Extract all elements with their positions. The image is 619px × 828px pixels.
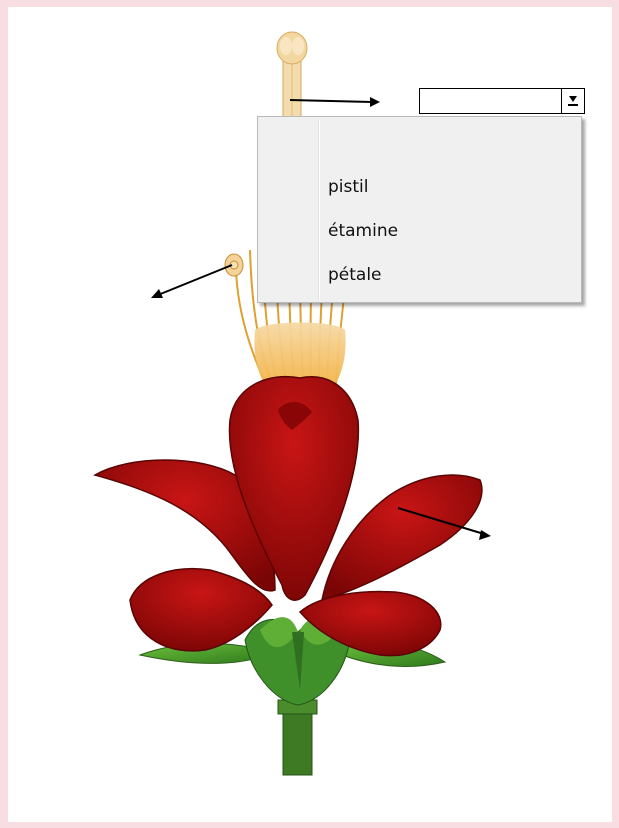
answer-select[interactable] xyxy=(419,88,585,114)
option-petale[interactable]: pétale xyxy=(328,265,382,285)
dropdown-gutter xyxy=(318,119,320,300)
anthers xyxy=(225,254,243,276)
option-pistil[interactable]: pistil xyxy=(328,177,368,197)
select-arrow-button[interactable] xyxy=(561,89,584,113)
dropdown-menu: pistil étamine pétale xyxy=(257,116,582,303)
download-arrow-icon xyxy=(567,94,579,108)
option-etamine[interactable]: étamine xyxy=(328,221,398,241)
canvas: pistil étamine pétale xyxy=(8,7,612,822)
